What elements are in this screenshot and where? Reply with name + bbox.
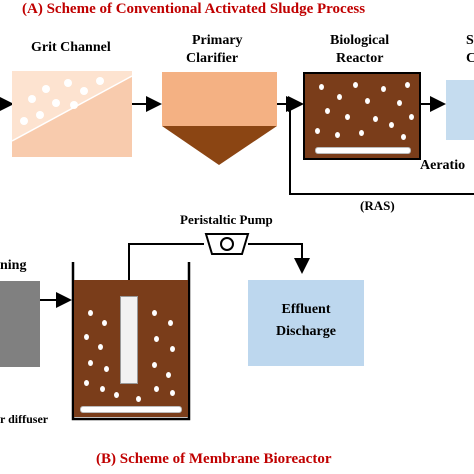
bubble <box>154 386 159 392</box>
ras-return-line <box>286 96 474 195</box>
diffuser-label-partial: r diffuser <box>0 412 49 426</box>
bio-reactor-label-1: Biological <box>330 33 390 48</box>
bubble <box>397 100 402 106</box>
bubble <box>335 132 340 138</box>
bubble <box>170 346 175 352</box>
membrane-module <box>120 296 138 384</box>
title-mbr: (B) Scheme of Membrane Bioreactor <box>96 451 332 467</box>
bubble <box>389 122 394 128</box>
bubble <box>88 310 93 316</box>
bubble <box>325 108 330 114</box>
grit-channel-label: Grit Channel <box>31 40 111 55</box>
aeration-label-partial: Aeratio <box>420 158 466 173</box>
bubble <box>345 114 350 120</box>
bubble <box>381 86 386 92</box>
effluent-label-1: Effluent <box>281 302 331 317</box>
grit-channel-divider <box>12 71 132 142</box>
bubble <box>102 320 107 326</box>
secondary-label-partial-2: C <box>466 51 474 66</box>
bubble <box>337 94 342 100</box>
peristaltic-pump-icon <box>204 233 250 255</box>
bubble <box>319 84 324 90</box>
ras-label: (RAS) <box>360 198 395 213</box>
bio-reactor-label-2: Reactor <box>336 51 384 66</box>
bubble <box>152 362 157 368</box>
bubble <box>365 98 370 104</box>
screening-label-partial: ning <box>0 258 27 273</box>
effluent-label-2: Discharge <box>276 324 336 339</box>
bubble <box>170 390 175 396</box>
bubble <box>88 360 93 366</box>
aeration-diffuser-bar <box>315 147 411 154</box>
bubble <box>100 386 105 392</box>
title-conventional-asp: (A) Scheme of Conventional Activated Slu… <box>22 1 366 17</box>
pump-to-effluent-arrow <box>248 243 310 274</box>
bubble <box>98 344 103 350</box>
bubble <box>353 82 358 88</box>
bubble <box>84 334 89 340</box>
secondary-clarifier-box <box>446 80 474 140</box>
bubble <box>154 336 159 342</box>
primary-clarifier-label-1: Primary <box>192 33 243 48</box>
peristaltic-pump-label: Peristaltic Pump <box>180 212 273 227</box>
mbr-diffuser-bar <box>80 406 182 413</box>
bubble <box>315 128 320 134</box>
primary-clarifier <box>162 72 277 165</box>
bubble <box>373 116 378 122</box>
bubble <box>168 320 173 326</box>
grit-channel-box <box>12 71 132 157</box>
bubble <box>409 114 414 120</box>
bubble <box>84 380 89 386</box>
secondary-label-partial-1: S <box>466 33 474 48</box>
primary-clarifier-label-2: Clarifier <box>186 51 239 66</box>
effluent-discharge-box: Effluent Discharge <box>248 280 364 366</box>
mbr-tank-walls <box>71 262 191 421</box>
bubble <box>405 82 410 88</box>
bubble <box>114 392 119 398</box>
bubble <box>136 396 141 402</box>
bubble <box>166 372 171 378</box>
bubble <box>104 366 109 372</box>
screening-box <box>0 281 40 367</box>
biological-reactor-tank <box>303 72 421 160</box>
bubble <box>152 310 157 316</box>
reactor-bubbles <box>305 74 419 158</box>
bubble <box>401 134 406 140</box>
bubble <box>359 130 364 136</box>
